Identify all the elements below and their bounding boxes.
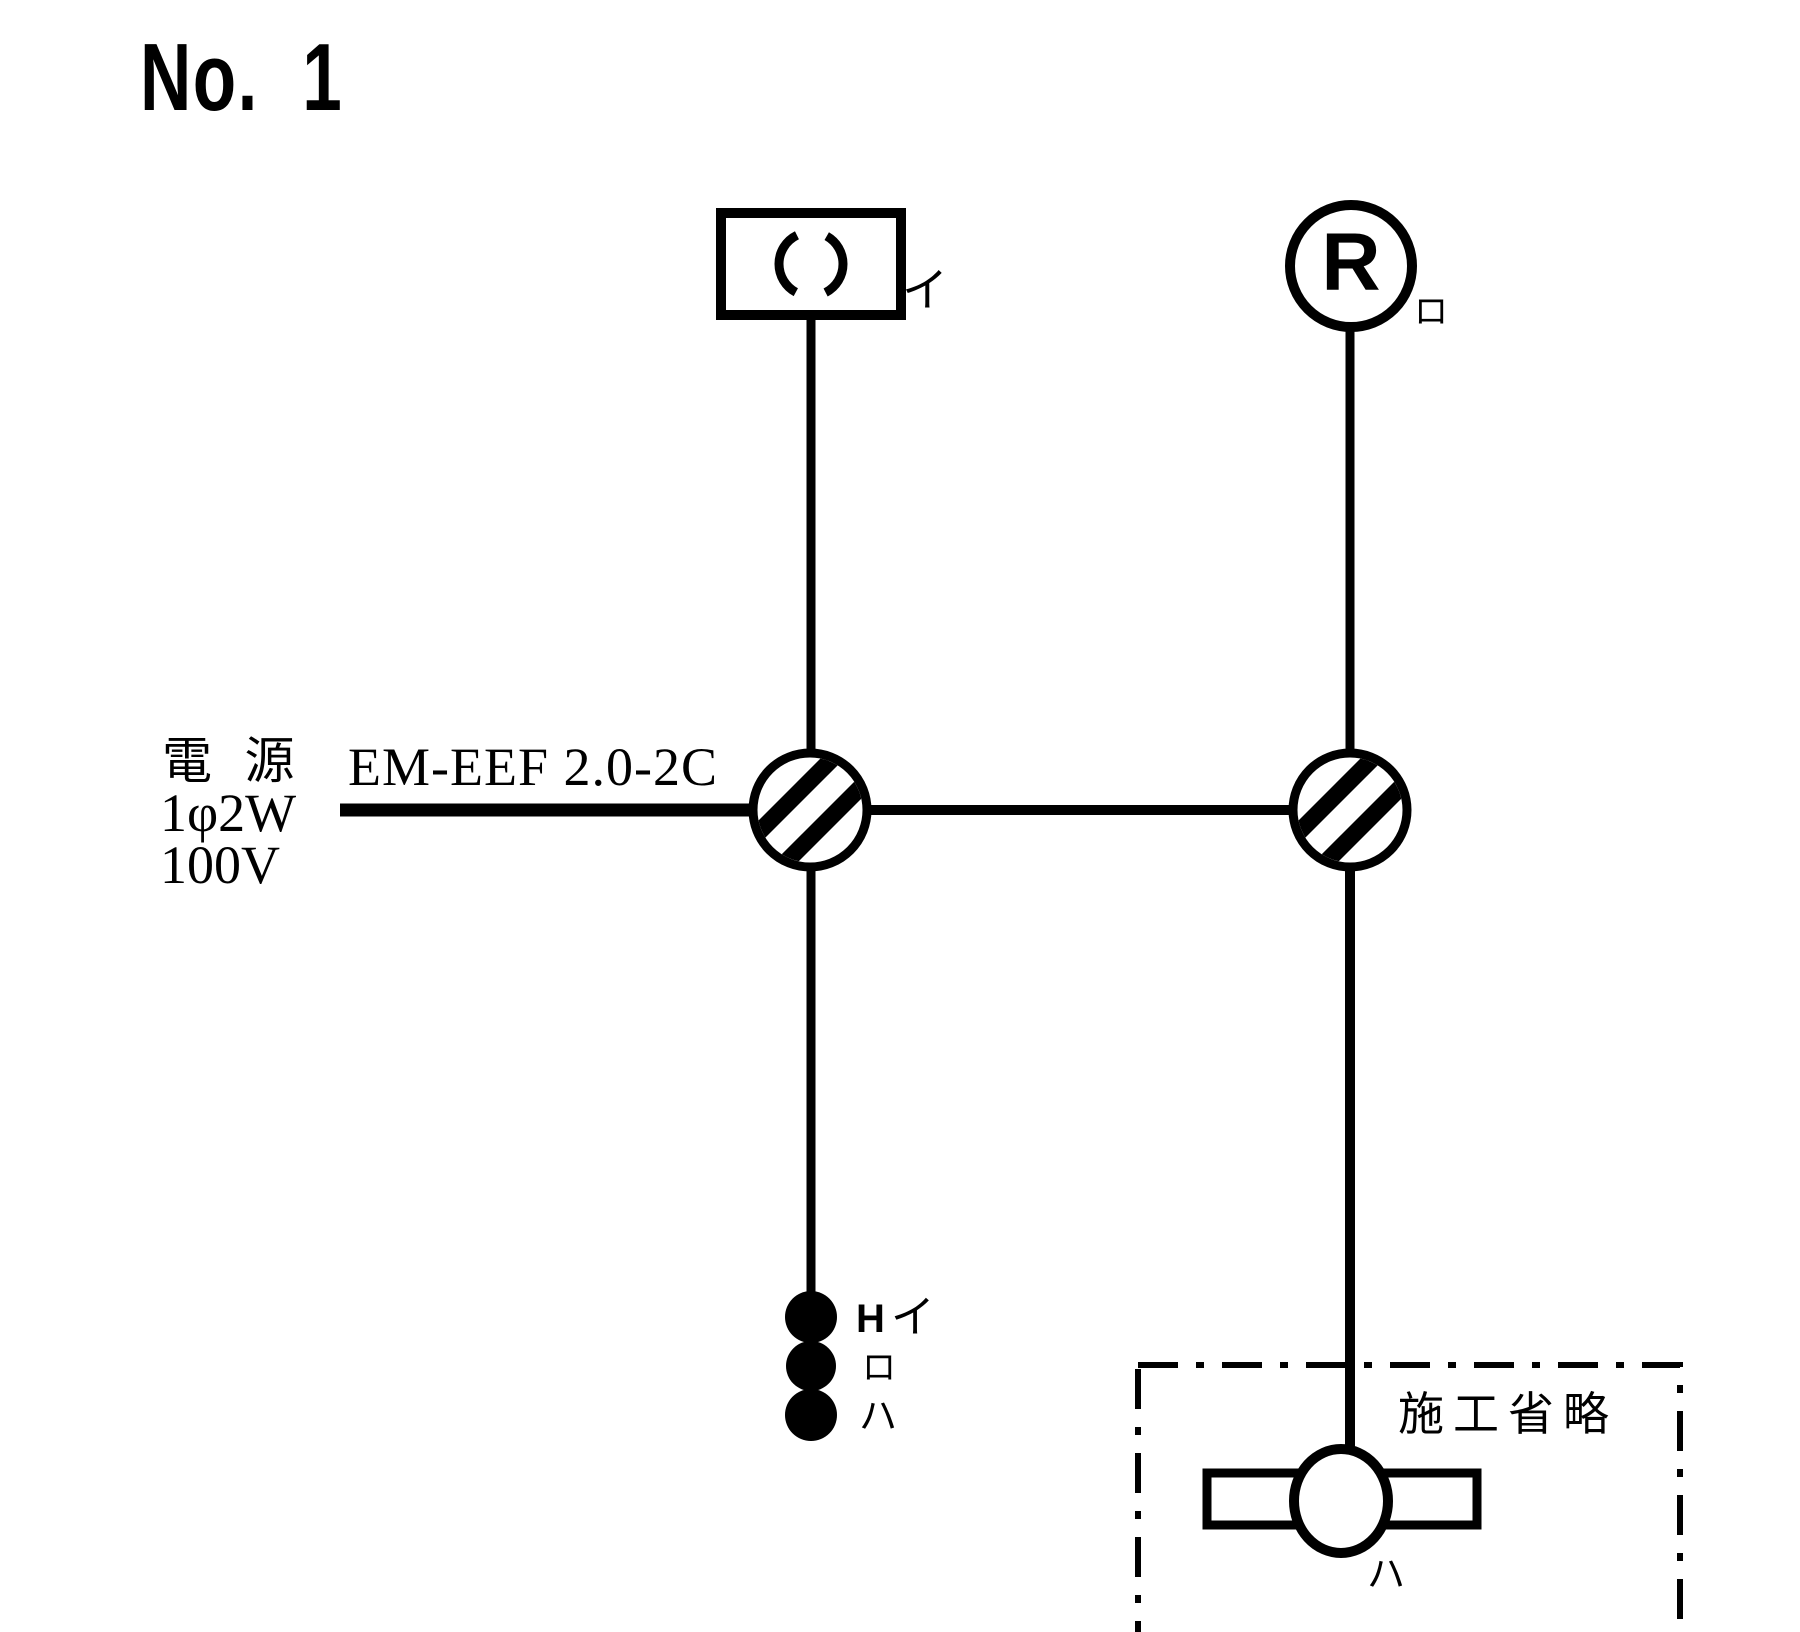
switch-dot-icon-2 (786, 1341, 836, 1391)
junction-box-left-icon (748, 748, 872, 872)
omitted-area-border (1135, 1362, 1683, 1632)
fluorescent-circuit-label: ハ (1366, 1554, 1405, 1596)
switch-1-circuit-label: イ (890, 1293, 935, 1342)
switch-2-label: ロ (856, 1346, 896, 1386)
junction-box-left-circle (748, 748, 872, 872)
junction-box-right-icon (1288, 748, 1412, 872)
switch-3-circuit-label: ハ (859, 1396, 898, 1438)
cable-type-label: EM-EEF 2.0-2C (348, 737, 718, 797)
ceiling-light-box (716, 208, 906, 320)
power-source-phase: 1φ2W (160, 783, 297, 843)
ceiling-light-circuit-label: イ (902, 265, 948, 316)
lamp-receptacle-letter: R (1321, 217, 1381, 308)
diagram-number: No. 1 (140, 24, 344, 131)
omitted-work-note: 施工省略 (1398, 1389, 1618, 1440)
fluorescent-lamp-icon (1202, 1444, 1482, 1558)
switch-2-circuit-label: ロ (862, 1350, 896, 1387)
ceiling-light-symbol (716, 208, 906, 320)
switch-1-pilot-mark: H (856, 1297, 885, 1341)
switch-dot-icon-3 (785, 1389, 837, 1441)
ceiling-light-parens-icon (774, 227, 848, 301)
power-source-name: 電 源 (162, 733, 305, 789)
junction-box-right-circle (1288, 748, 1412, 872)
switch-dot-icon-1 (785, 1291, 837, 1343)
lamp-receptacle-circuit-label: ロ (1414, 294, 1448, 331)
lamp-receptacle-circle (1285, 200, 1417, 332)
switch-3-label: ハ (853, 1396, 897, 1436)
power-source-voltage: 100V (160, 835, 280, 895)
fluorescent-lamp-circle (1289, 1444, 1393, 1558)
